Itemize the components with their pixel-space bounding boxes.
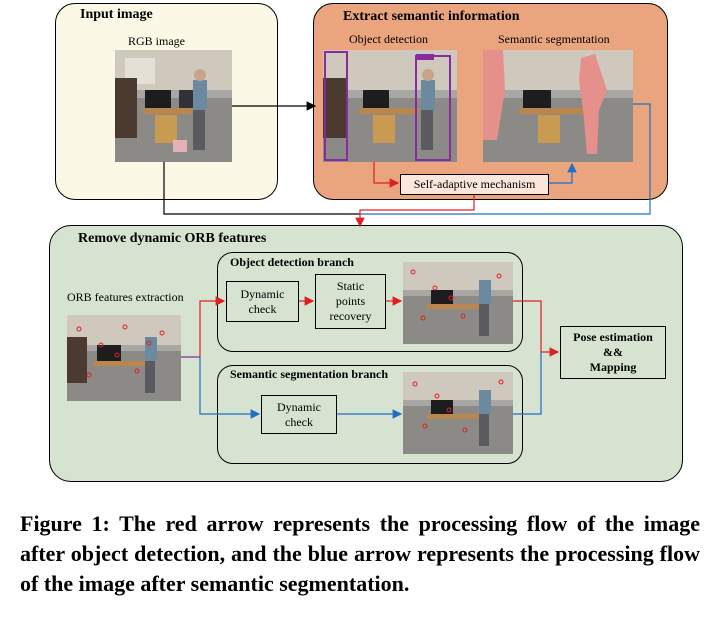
rgb-input-photo [115,50,232,162]
object-detection-branch-title: Object detection branch [230,255,354,269]
static-points-recovery-box: Static points recovery [315,274,386,329]
od-branch-result-photo [403,262,513,344]
orb-extraction-label: ORB features extraction [67,290,184,304]
orb-features-photo [67,315,181,401]
object-detection-label: Object detection [349,32,428,46]
ss-branch-result-photo [403,372,513,454]
od-dynamic-check-box: Dynamic check [226,281,299,322]
semantic-segmentation-photo [483,50,633,162]
object-detection-photo [323,50,457,162]
self-adaptive-mechanism-box: Self-adaptive mechanism [400,174,549,195]
semantic-segmentation-label: Semantic segmentation [498,32,610,46]
semantic-segmentation-branch-title: Semantic segmentation branch [230,367,388,381]
input-image-title: Input image [80,7,153,22]
rgb-image-label: RGB image [128,34,185,48]
extract-semantic-title: Extract semantic information [343,9,520,24]
pose-estimation-mapping-box: Pose estimation && Mapping [560,326,666,379]
remove-dynamic-title: Remove dynamic ORB features [78,231,267,246]
ss-dynamic-check-box: Dynamic check [261,395,337,434]
figure-caption: Figure 1: The red arrow represents the p… [20,511,700,596]
